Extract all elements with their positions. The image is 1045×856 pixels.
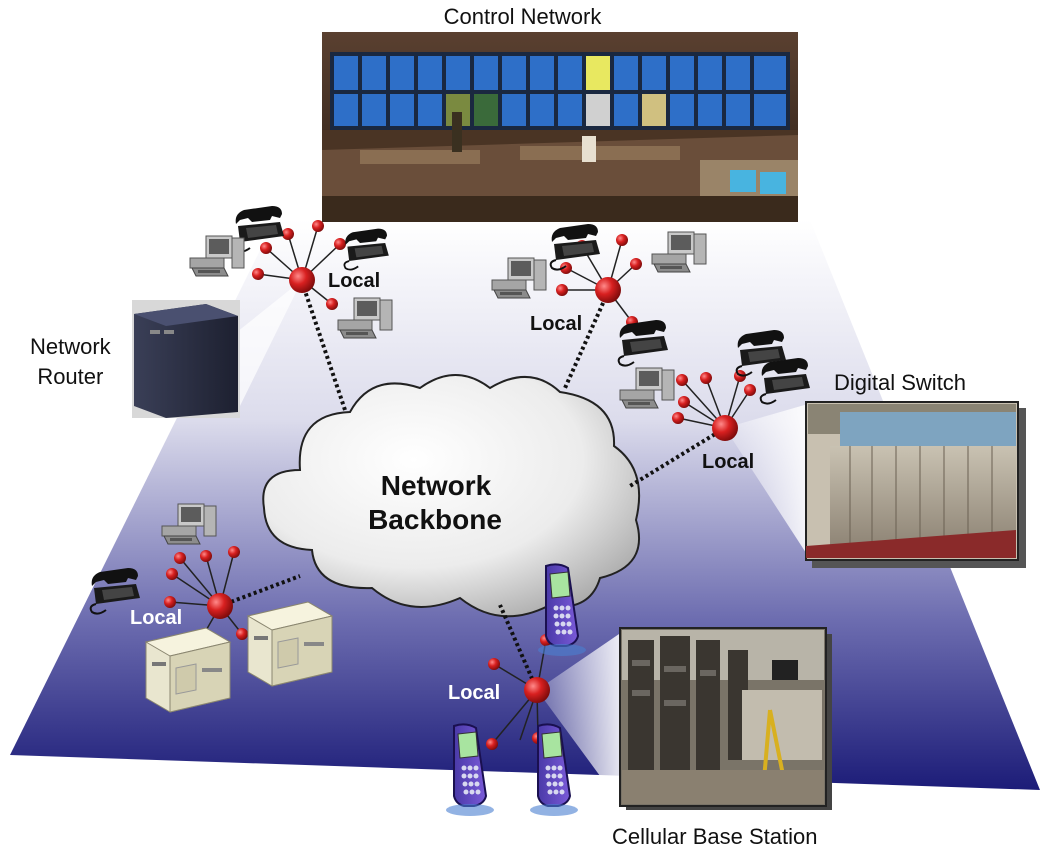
local-label-top-right: Local — [530, 313, 583, 335]
cellular-base-station-photo — [619, 627, 832, 810]
desktop-computer-icon — [189, 235, 245, 277]
server-tower-icon — [145, 627, 231, 713]
network-router-photo — [132, 300, 240, 418]
server-tower-icon — [247, 601, 333, 687]
control-room-photo — [322, 32, 798, 222]
hub-nodes — [207, 267, 738, 703]
hub-top-right — [595, 277, 621, 303]
hub-left — [207, 593, 233, 619]
network-router-label: Network Router — [30, 334, 111, 389]
hub-bottom — [524, 677, 550, 703]
cellular-base-station-label: Cellular Base Station — [612, 824, 818, 849]
hub-right — [712, 415, 738, 441]
digital-switch-photo — [805, 401, 1026, 568]
backbone-label-line2: Backbone — [368, 504, 502, 535]
backbone-label-line1: Network — [380, 470, 492, 501]
switch-beam — [725, 404, 808, 556]
network-backbone-cloud — [262, 374, 641, 618]
local-label-bottom: Local — [448, 682, 501, 704]
cell-beam — [537, 632, 622, 806]
digital-switch-label: Digital Switch — [834, 370, 967, 395]
local-label-right: Local — [702, 451, 755, 473]
local-label-left: Local — [130, 607, 183, 629]
link-right — [628, 426, 727, 488]
router-beam — [237, 280, 302, 412]
link-left — [219, 574, 301, 608]
link-top-left — [300, 281, 347, 411]
control-network-label: Control Network — [443, 4, 602, 29]
backbone-links — [219, 281, 727, 691]
hub-top-left — [289, 267, 315, 293]
local-label-top-left: Local — [328, 270, 381, 292]
